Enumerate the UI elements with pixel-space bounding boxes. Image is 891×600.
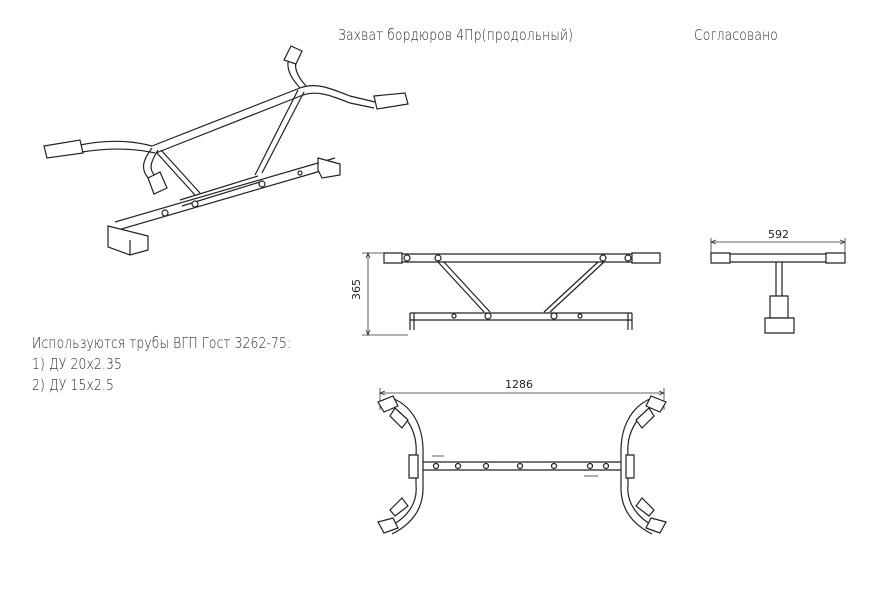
dim-side-width: 592 xyxy=(768,228,789,241)
side-view: 592 xyxy=(709,228,847,334)
notes-item-2: 2) ДУ 15х2.5 xyxy=(32,376,114,394)
top-view: 1286 xyxy=(377,378,667,535)
approval-label: Согласовано xyxy=(694,26,778,44)
isometric-view xyxy=(43,45,409,256)
dim-top-length: 1286 xyxy=(505,378,533,391)
front-view: 365 xyxy=(350,251,661,337)
drawing-title: Захват бордюров 4Пр(продольный) xyxy=(338,26,574,44)
notes-heading: Используются трубы ВГП Гост 3262-75: xyxy=(32,334,292,352)
dim-front-height: 365 xyxy=(350,279,363,300)
notes-item-1: 1) ДУ 20х2.35 xyxy=(32,355,122,373)
pipe-notes: Используются трубы ВГП Гост 3262-75: 1) … xyxy=(32,333,291,396)
